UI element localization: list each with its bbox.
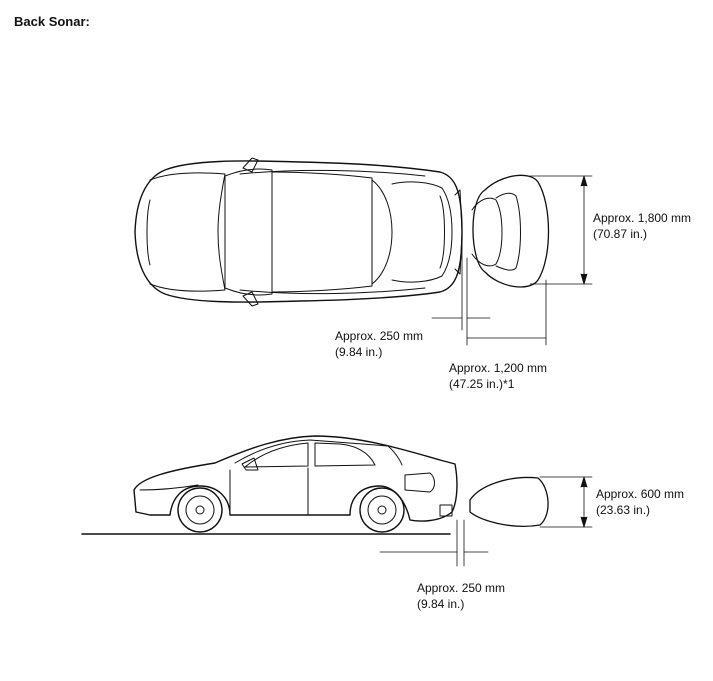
car-side-view: [81, 435, 458, 535]
car-top-view: [134, 157, 463, 307]
top-near-distance-label: Approx. 250 mm(9.84 in.): [335, 329, 424, 359]
top-range-label: Approx. 1,200 mm(47.25 in.)*1: [449, 361, 548, 391]
side-dimension-lines: [379, 476, 593, 567]
diagram-title: Back Sonar:: [14, 14, 90, 29]
top-dimension-lines: [431, 175, 593, 346]
side-height-label: Approx. 600 mm(23.63 in.): [596, 487, 685, 517]
side-near-distance-label: Approx. 250 mm(9.84 in.): [417, 581, 506, 611]
sonar-zone-top: [471, 174, 550, 288]
top-width-label: Approx. 1,800 mm(70.87 in.): [593, 211, 692, 241]
sonar-zone-side: [469, 476, 549, 527]
